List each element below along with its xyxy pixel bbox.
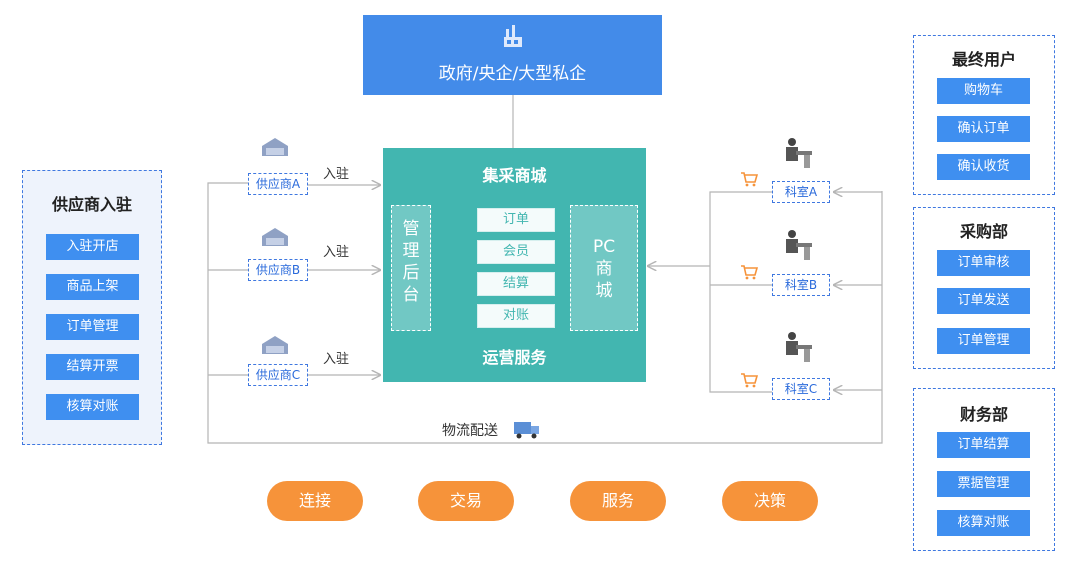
admin-char-1: 管: [402, 219, 420, 239]
procurement-mall: 集采商城 管 理 后 台 订单 会员 结算 对账 PC 商 城 运营服务: [383, 148, 646, 382]
supplier-onboarding-panel: 供应商入驻 入驻开店 商品上架 订单管理 结算开票 核算对账: [22, 170, 162, 445]
logistics-label: 物流配送: [442, 423, 498, 439]
warehouse-icon: [262, 228, 288, 246]
department-c[interactable]: 科室C: [772, 378, 830, 400]
admin-backend-panel[interactable]: 管 理 后 台: [391, 205, 431, 331]
department-bracket: [709, 191, 772, 393]
supplier-item-invoicing[interactable]: 结算开票: [46, 354, 139, 380]
pc-mall-panel[interactable]: PC 商 城: [570, 205, 638, 331]
factory-icon: [504, 25, 522, 47]
end-user-panel: 最终用户 购物车 确认订单 确认收货: [913, 35, 1055, 195]
finance-item-order-settlement[interactable]: 订单结算: [937, 432, 1030, 458]
supplier-b-action: 入驻: [323, 245, 350, 260]
finance-item-invoice-management[interactable]: 票据管理: [937, 471, 1030, 497]
supplier-item-reconciliation[interactable]: 核算对账: [46, 394, 139, 420]
supplier-c-action: 入驻: [323, 352, 350, 367]
module-settlement[interactable]: 结算: [477, 272, 555, 296]
supplier-a[interactable]: 供应商A: [248, 173, 308, 195]
pc-char-2: 商: [595, 259, 613, 279]
end-user-item-confirm-order[interactable]: 确认订单: [937, 116, 1030, 142]
truck-icon: [514, 422, 539, 439]
module-reconciliation[interactable]: 对账: [477, 304, 555, 328]
procurement-item-order-review[interactable]: 订单审核: [937, 250, 1030, 276]
pill-service[interactable]: 服务: [570, 481, 666, 521]
supplier-panel-title: 供应商入驻: [51, 195, 132, 214]
cart-icon: [741, 172, 758, 187]
pill-trade[interactable]: 交易: [418, 481, 514, 521]
office-worker-icon: [786, 230, 812, 260]
office-worker-icon: [786, 138, 812, 168]
pill-decision[interactable]: 决策: [722, 481, 818, 521]
supplier-b[interactable]: 供应商B: [248, 259, 308, 281]
government-box: 政府/央企/大型私企: [363, 15, 662, 95]
procurement-item-order-send[interactable]: 订单发送: [937, 288, 1030, 314]
end-user-item-confirm-receipt[interactable]: 确认收货: [937, 154, 1030, 180]
pill-connect[interactable]: 连接: [267, 481, 363, 521]
module-order[interactable]: 订单: [477, 208, 555, 232]
procurement-dept-title: 采购部: [959, 222, 1008, 241]
government-label: 政府/央企/大型私企: [438, 64, 587, 84]
office-worker-icon: [786, 332, 812, 362]
logistics-loop-line: [207, 182, 883, 444]
procurement-dept-panel: 采购部 订单审核 订单发送 订单管理: [913, 207, 1055, 369]
warehouse-icon: [262, 138, 288, 156]
department-b[interactable]: 科室B: [772, 274, 830, 296]
finance-item-reconciliation[interactable]: 核算对账: [937, 510, 1030, 536]
supplier-item-open-store[interactable]: 入驻开店: [46, 234, 139, 260]
end-user-item-cart[interactable]: 购物车: [937, 78, 1030, 104]
cart-icon: [741, 373, 758, 388]
admin-char-4: 台: [402, 285, 420, 305]
mall-subtitle: 运营服务: [482, 348, 547, 367]
mall-title: 集采商城: [482, 166, 547, 185]
supplier-item-order-management[interactable]: 订单管理: [46, 314, 139, 340]
admin-char-2: 理: [402, 241, 420, 261]
procurement-item-order-management[interactable]: 订单管理: [937, 328, 1030, 354]
supplier-c[interactable]: 供应商C: [248, 364, 308, 386]
admin-char-3: 后: [402, 263, 420, 283]
pc-char-1: PC: [592, 237, 616, 257]
supplier-item-list-products[interactable]: 商品上架: [46, 274, 139, 300]
supplier-a-action: 入驻: [323, 167, 350, 182]
finance-dept-title: 财务部: [959, 405, 1008, 424]
cart-icon: [741, 265, 758, 280]
finance-dept-panel: 财务部 订单结算 票据管理 核算对账: [913, 388, 1055, 551]
warehouse-icon: [262, 336, 288, 354]
department-a[interactable]: 科室A: [772, 181, 830, 203]
module-member[interactable]: 会员: [477, 240, 555, 264]
end-user-title: 最终用户: [951, 50, 1016, 69]
pc-char-3: 城: [595, 281, 613, 301]
